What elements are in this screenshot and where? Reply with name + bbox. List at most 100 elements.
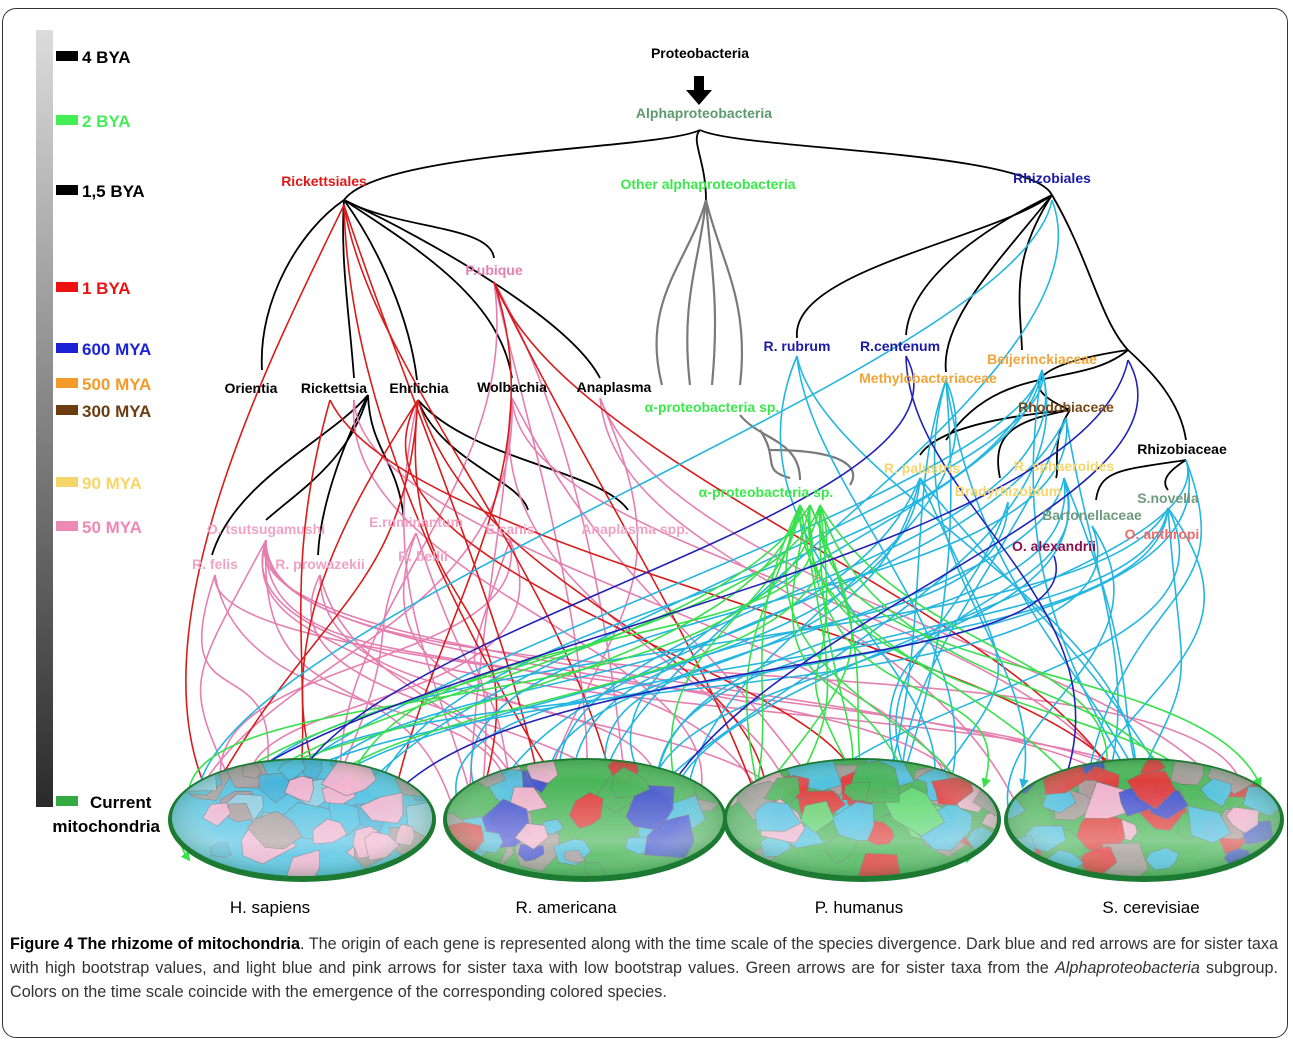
label-r-sphaeroides: R. sphaeroides (1014, 458, 1115, 474)
current-label: Current (90, 793, 152, 812)
gene-arrow (1081, 459, 1203, 792)
label-s-novella: S.novella (1137, 490, 1199, 506)
organism-label-p-humanus: P. humanus (815, 898, 904, 917)
label-e-ruminantum: E.ruminantum (369, 514, 463, 530)
gene-arrow (343, 204, 617, 792)
gene-arrow (417, 399, 774, 819)
organism-label-s-cerevisiae: S. cerevisiae (1102, 898, 1199, 917)
gene-arrow (745, 504, 801, 847)
time-scale-marker (56, 405, 78, 415)
gene-arrow (185, 204, 345, 813)
gene-arrow (809, 504, 991, 789)
label-anaplasma-spp: Anaplasma spp. (581, 521, 688, 537)
label-alpha-sp-1: α-proteobacteria sp. (645, 399, 780, 415)
phylogeny-tree (211, 129, 1187, 556)
gene-arrow (365, 555, 1058, 840)
caption-title: Figure 4 The rhizome of mitochondria (10, 935, 300, 953)
time-scale-label: 50 MYA (82, 518, 142, 537)
gene-arrow (265, 539, 767, 807)
label-r-rubrum: R. rubrum (764, 338, 831, 354)
gene-arrow (601, 477, 921, 788)
label-rhizobiaceae: Rhizobiaceae (1137, 441, 1227, 457)
mitochondria-label: mitochondria (52, 817, 160, 836)
gene-arrow (469, 417, 1068, 797)
time-scale-label: 4 BYA (82, 48, 131, 67)
gene-arrow (202, 399, 419, 812)
gene-arrow (905, 355, 1077, 807)
label-o-anthropi: O. anthropi (1125, 526, 1200, 542)
gene-arrow (339, 281, 498, 843)
gene-arrow (480, 417, 1067, 827)
gene-arrow (473, 539, 511, 804)
caption-text-2: subgroup. Colors on the time scale coinc… (10, 959, 1278, 1001)
other-alpha-branches (655, 199, 855, 486)
gene-arrow (286, 525, 1099, 811)
gene-arrow (796, 355, 957, 821)
label-o-tsutsugamushi: O. tsutsugamushi (207, 521, 325, 537)
label-o-alexandrii: O. alexandrii (1012, 538, 1096, 554)
time-scale-label: 500 MYA (82, 375, 151, 394)
gene-arrow (182, 504, 821, 804)
gene-arrow (557, 369, 1047, 805)
gene-arrow (215, 539, 513, 787)
label-r-centenum: R.centenum (860, 338, 940, 354)
figure-frame (2, 8, 1288, 1038)
time-scale-marker (56, 185, 78, 195)
gene-arrow (196, 199, 1053, 834)
time-scale-label: 90 MYA (82, 474, 142, 493)
label-rhodobiaceae: Rhodobiaceae (1018, 399, 1114, 415)
label-rickettsia: Rickettsia (301, 380, 367, 396)
figure-caption: Figure 4 The rhizome of mitochondria. Th… (10, 932, 1278, 1004)
time-scale-marker (56, 51, 78, 61)
gene-arrow (294, 399, 331, 812)
time-scale-label: 2 BYA (82, 112, 131, 131)
time-scale-marker (56, 115, 78, 125)
gene-arrow (566, 501, 1009, 801)
gene-arrow (919, 477, 1000, 794)
organism-label-h-sapiens: H. sapiens (230, 898, 310, 917)
label-r-bellii: R. bellii (398, 548, 448, 564)
gene-arrow (343, 204, 586, 830)
label-e-canis: E.canis (485, 521, 534, 537)
gene-arrow (303, 477, 921, 806)
down-arrow-icon (686, 76, 712, 105)
time-scale-marker (56, 477, 78, 487)
gene-arrow (264, 539, 466, 848)
mitochondrion (1004, 758, 1284, 882)
time-scale-bar (36, 30, 53, 807)
label-beijerinckiaceae: Beijerinckiaceae (987, 351, 1097, 367)
gene-arrow (796, 355, 1137, 827)
time-scale-marker (56, 521, 78, 531)
gene-arrow (511, 397, 817, 789)
caption-text-1: . The origin of each gene is represented… (10, 935, 1278, 977)
label-ehrlichia: Ehrlichia (389, 380, 448, 396)
gene-arrow (415, 532, 522, 838)
gene-arrow (414, 399, 498, 799)
gene-arrow (1006, 525, 1115, 854)
current-marker (56, 796, 78, 806)
gene-arrow (200, 574, 270, 816)
gene-arrow (353, 399, 706, 802)
label-proteobacteria: Proteobacteria (651, 45, 749, 61)
gene-arrow (547, 477, 1065, 799)
label-rickettsiales: Rickettsiales (281, 173, 367, 189)
mitochondria-row (168, 758, 1284, 882)
gene-arrow (372, 369, 1043, 798)
time-scale-label: 600 MYA (82, 340, 151, 359)
time-scale-marker (56, 343, 78, 353)
time-scale-marker (56, 378, 78, 388)
gene-arrow (493, 281, 773, 844)
gene-arrow (455, 507, 1169, 827)
gene-arrow (353, 399, 953, 790)
gene-arrow (933, 379, 1029, 789)
gene-arrow (339, 504, 813, 804)
gene-arrow (653, 507, 1169, 815)
caption-italic: Alphaproteobacteria (1054, 959, 1200, 977)
label-rhizobiales: Rhizobiales (1013, 170, 1091, 186)
gene-arrow (762, 504, 853, 792)
label-wolbachia: Wolbachia (477, 379, 547, 395)
time-scale-marker (56, 282, 78, 292)
label-orientia: Orientia (225, 380, 278, 396)
